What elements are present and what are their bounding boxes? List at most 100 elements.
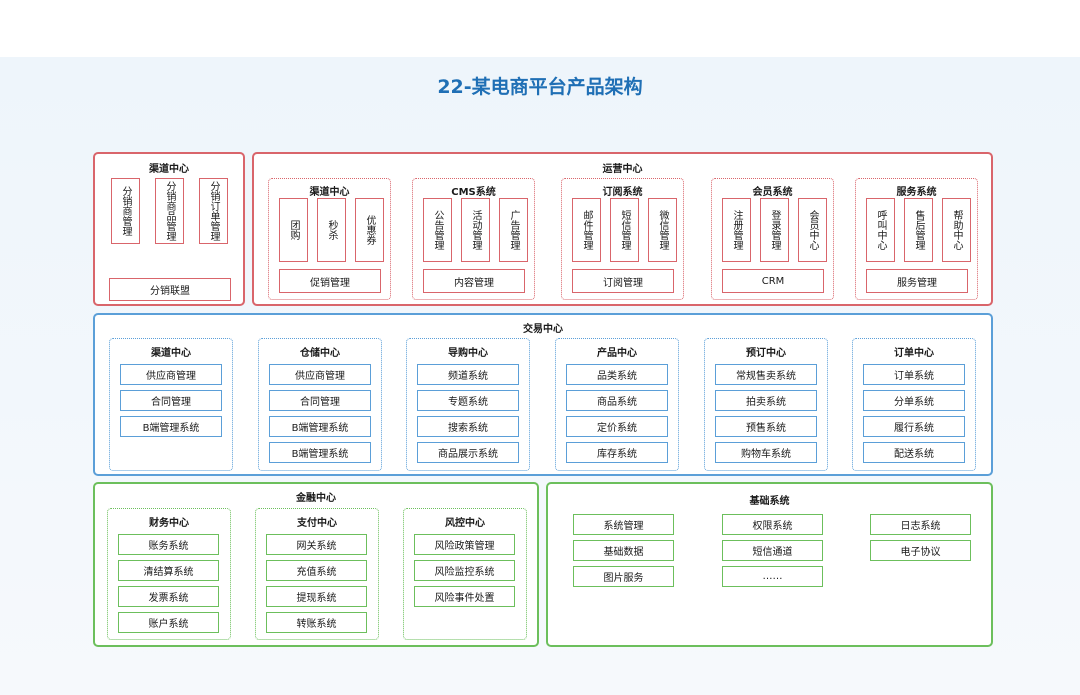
operation-footer: 内容管理 (423, 269, 525, 293)
operation-item: 广告管理 (499, 198, 528, 262)
trade-group-title: 产品中心 (597, 348, 637, 359)
operation-item: 会员中心 (798, 198, 827, 262)
trade-center-title: 交易中心 (523, 324, 563, 335)
trade-group-title: 渠道中心 (151, 348, 191, 359)
trade-item: 专题系统 (417, 390, 519, 411)
operation-group: CMS系统公告管理活动管理广告管理内容管理 (412, 178, 535, 300)
trade-group: 渠道中心供应商管理合同管理 B端管理系统 (109, 338, 233, 471)
operation-group: 渠道中心团购秒杀优惠券促销管理 (268, 178, 391, 300)
base-item: 基础数据 (573, 540, 674, 561)
trade-item: 订单系统 (863, 364, 965, 385)
operation-item: 团购 (279, 198, 308, 262)
trade-item: 配送系统 (863, 442, 965, 463)
operation-group-title: CMS系统 (451, 187, 496, 198)
trade-group: 预订中心常规售卖系统拍卖系统预售系统购物车系统 (704, 338, 828, 471)
trade-item: 供应商管理 (269, 364, 371, 385)
base-item: 系统管理 (573, 514, 674, 535)
operation-footer: 订阅管理 (572, 269, 674, 293)
base-item: 日志系统 (870, 514, 971, 535)
channel-center-panel: 渠道中心 分销商管理 分销商品管理 分销订单管理 分销联盟 (93, 152, 245, 306)
operation-item: 帮助中心 (942, 198, 971, 262)
operation-group-title: 服务系统 (896, 187, 937, 198)
base-item: …… (722, 566, 823, 587)
operation-item: 注册管理 (722, 198, 751, 262)
finance-item: 转账系统 (266, 612, 367, 633)
trade-group: 订单中心订单系统分单系统履行系统配送系统 (852, 338, 976, 471)
finance-item: 充值系统 (266, 560, 367, 581)
operation-item: 呼叫中心 (866, 198, 895, 262)
operation-item: 售后管理 (904, 198, 933, 262)
operation-group: 服务系统呼叫中心售后管理帮助中心服务管理 (855, 178, 978, 300)
finance-item: 风险事件处置 (414, 586, 515, 607)
finance-group-title: 支付中心 (297, 518, 337, 529)
trade-item: B端管理系统 (269, 442, 371, 463)
base-item: 图片服务 (573, 566, 674, 587)
finance-group-title: 财务中心 (149, 518, 189, 529)
operation-group-title: 会员系统 (752, 187, 793, 198)
trade-group-title: 仓储中心 (300, 348, 340, 359)
operation-group: 订阅系统邮件管理短信管理微信管理订阅管理 (561, 178, 684, 300)
base-item: 电子协议 (870, 540, 971, 561)
operation-item: 登录管理 (760, 198, 789, 262)
finance-item: 账户系统 (118, 612, 219, 633)
trade-item: 搜索系统 (417, 416, 519, 437)
finance-item: 发票系统 (118, 586, 219, 607)
trade-group-title: 预订中心 (746, 348, 786, 359)
finance-center-panel: 金融中心 财务中心账务系统清结算系统发票系统账户系统支付中心网关系统充值系统提现… (93, 482, 539, 647)
operation-item: 公告管理 (423, 198, 452, 262)
operation-group-title: 渠道中心 (309, 187, 350, 198)
base-item: 短信通道 (722, 540, 823, 561)
trade-item: 品类系统 (566, 364, 668, 385)
trade-item: 拍卖系统 (715, 390, 817, 411)
finance-group: 支付中心网关系统充值系统提现系统转账系统 (255, 508, 379, 640)
base-system-panel: 基础系统 系统管理基础数据图片服务 权限系统短信通道 …… 日志系统电子协议 (546, 482, 993, 647)
trade-item: 定价系统 (566, 416, 668, 437)
finance-item: 网关系统 (266, 534, 367, 555)
operation-footer: 促销管理 (279, 269, 381, 293)
trade-item: 预售系统 (715, 416, 817, 437)
trade-item: 供应商管理 (120, 364, 222, 385)
page-title: 22-某电商平台产品架构 (437, 76, 643, 98)
finance-group: 财务中心账务系统清结算系统发票系统账户系统 (107, 508, 231, 640)
trade-group-title: 导购中心 (448, 348, 488, 359)
channel-item: 分销商品管理 (155, 178, 184, 244)
base-system-title: 基础系统 (749, 496, 790, 507)
operation-item: 秒杀 (317, 198, 346, 262)
finance-center-title: 金融中心 (296, 493, 336, 504)
trade-group: 导购中心频道系统专题系统搜索系统商品展示系统 (406, 338, 530, 471)
operation-center-title: 运营中心 (602, 164, 643, 175)
trade-item: 合同管理 (120, 390, 222, 411)
trade-group-title: 订单中心 (894, 348, 934, 359)
trade-item: 购物车系统 (715, 442, 817, 463)
trade-item: B端管理系统 (120, 416, 222, 437)
trade-item: B端管理系统 (269, 416, 371, 437)
operation-footer: 服务管理 (866, 269, 968, 293)
channel-center-title: 渠道中心 (149, 164, 189, 175)
channel-item: 分销订单管理 (199, 178, 228, 244)
trade-group: 仓储中心供应商管理合同管理 B端管理系统 B端管理系统 (258, 338, 382, 471)
trade-item: 合同管理 (269, 390, 371, 411)
base-item: 权限系统 (722, 514, 823, 535)
trade-group: 产品中心品类系统商品系统定价系统库存系统 (555, 338, 679, 471)
finance-item: 账务系统 (118, 534, 219, 555)
channel-footer: 分销联盟 (109, 278, 231, 301)
trade-item: 商品系统 (566, 390, 668, 411)
channel-item: 分销商管理 (111, 178, 140, 244)
finance-item: 提现系统 (266, 586, 367, 607)
trade-item: 库存系统 (566, 442, 668, 463)
finance-group: 风控中心风险政策管理风险监控系统风险事件处置 (403, 508, 527, 640)
trade-item: 分单系统 (863, 390, 965, 411)
trade-item: 履行系统 (863, 416, 965, 437)
operation-item: 邮件管理 (572, 198, 601, 262)
trade-item: 频道系统 (417, 364, 519, 385)
operation-item: 短信管理 (610, 198, 639, 262)
operation-group-title: 订阅系统 (602, 187, 643, 198)
operation-item: 优惠券 (355, 198, 384, 262)
finance-item: 风险监控系统 (414, 560, 515, 581)
trade-item: 商品展示系统 (417, 442, 519, 463)
trade-center-panel: 交易中心 渠道中心供应商管理合同管理 B端管理系统 仓储中心供应商管理合同管理 B端管… (93, 313, 993, 476)
finance-item: 风险政策管理 (414, 534, 515, 555)
finance-item: 清结算系统 (118, 560, 219, 581)
